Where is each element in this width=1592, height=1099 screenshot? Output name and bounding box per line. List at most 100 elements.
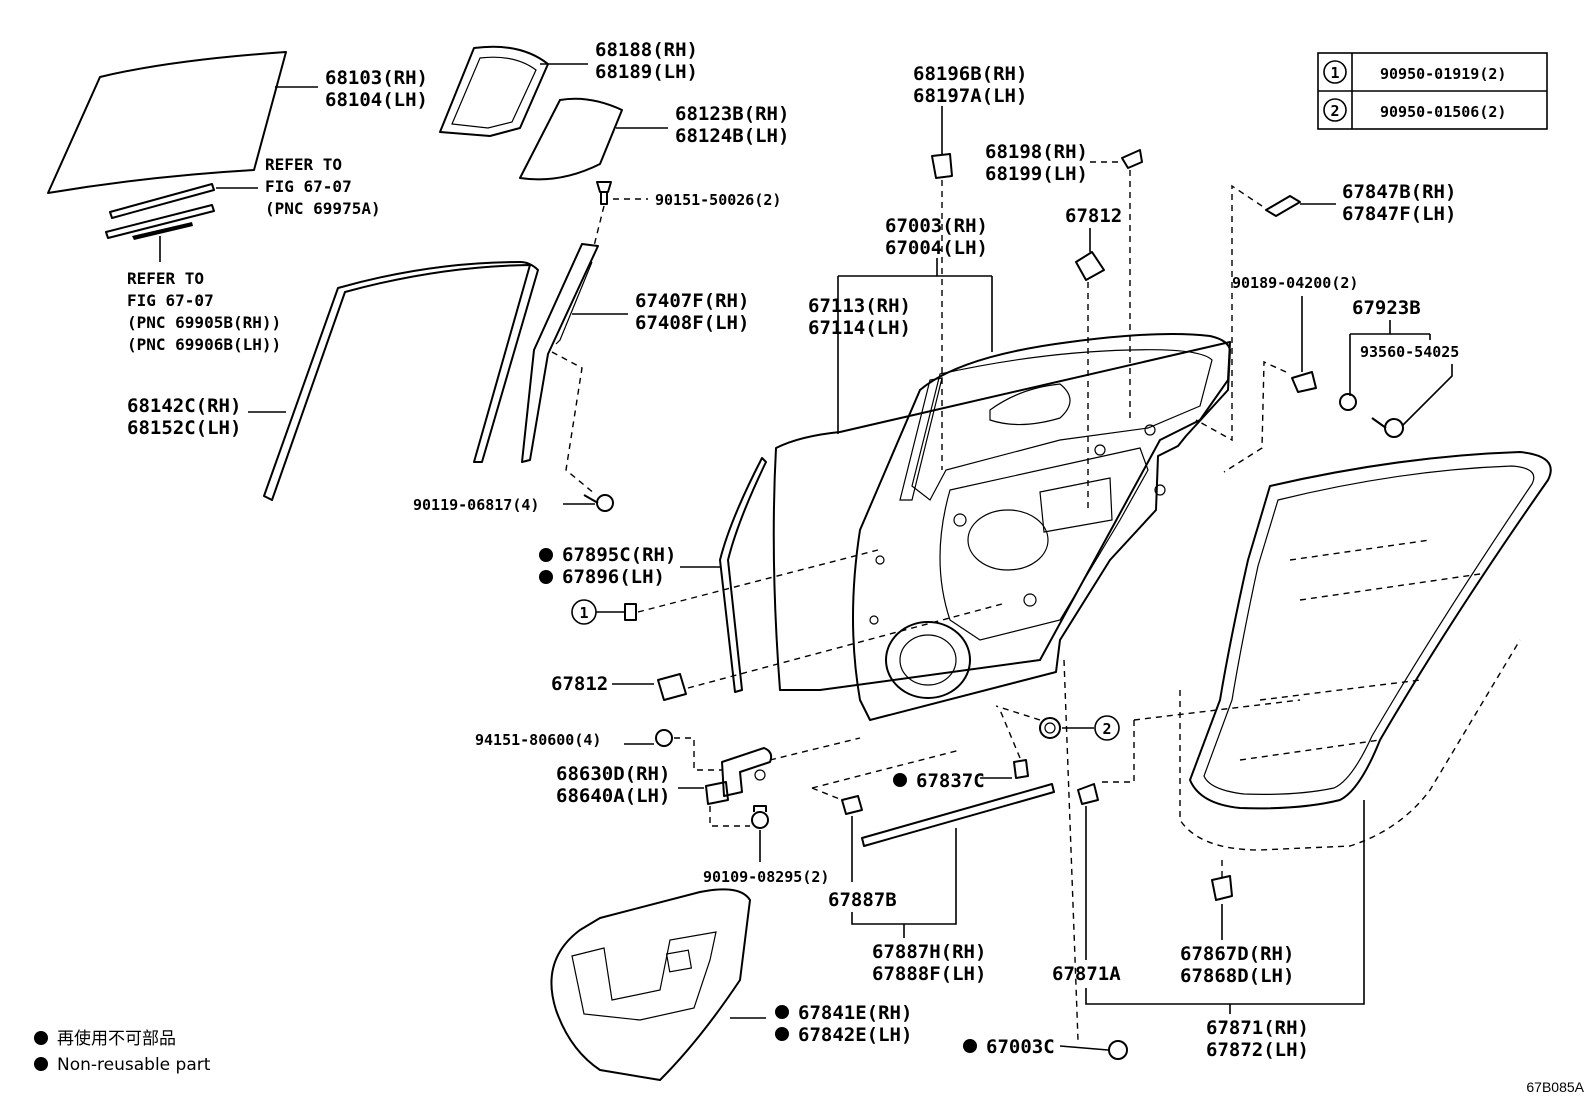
label-67113: 67113(RH) — [808, 295, 911, 317]
ref-a-line2: FIG 67-07 — [265, 177, 352, 196]
label-68198: 68198(RH) — [985, 141, 1088, 163]
callout-2-nut: 2 — [995, 705, 1120, 741]
ref-b-line2: FIG 67-07 — [127, 291, 214, 310]
label-67003: 67003(RH) — [885, 215, 988, 237]
callout-1-text: 1 — [579, 604, 588, 622]
glass-strips: REFER TO FIG 67-07 (PNC 69975A) REFER TO… — [105, 155, 381, 354]
label-67871a: 67871A — [1052, 963, 1121, 985]
clip-67867: 67867D(RH) 67868D(LH) — [1180, 860, 1294, 987]
label-94151: 94151-80600(4) — [475, 731, 601, 749]
callout-2-icon — [1094, 715, 1120, 741]
door-inner-frame — [852, 333, 1231, 721]
seal-67847: 67847B(RH) 67847F(LH) — [1195, 181, 1456, 442]
label-68142: 68142C(RH) — [127, 395, 241, 417]
label-67847f: 67847F(LH) — [1342, 203, 1456, 225]
division-bar: 67407F(RH) 67408F(LH) — [521, 243, 749, 495]
label-67868: 67868D(LH) — [1180, 965, 1294, 987]
label-68188: 68188(RH) — [595, 39, 698, 61]
label-67895: 67895C(RH) — [562, 544, 676, 566]
legend-text-jp: 再使用不可部品 — [57, 1028, 176, 1049]
label-68640: 68640A(LH) — [556, 785, 670, 807]
clip-67871a: 67871A — [1052, 783, 1121, 985]
glass-run: 68142C(RH) 68152C(LH) — [127, 261, 539, 501]
ref-a-line1: REFER TO — [265, 155, 342, 174]
label-67114: 67114(LH) — [808, 317, 911, 339]
label-67837: 67837C — [916, 770, 985, 792]
label-68196: 68196B(RH) — [913, 63, 1027, 85]
label-67887b: 67887B — [828, 889, 897, 911]
door-glass-shape — [47, 51, 287, 194]
label-67896: 67896(LH) — [562, 566, 665, 588]
label-90189: 90189-04200(2) — [1232, 274, 1358, 292]
clip-67837c: 67837C — [893, 709, 1029, 792]
label-90109: 90109-08295(2) — [703, 868, 829, 886]
fasteners-upper-right: 90189-04200(2) 67923B 93560-54025 — [1223, 274, 1459, 473]
label-67923: 67923B — [1352, 297, 1421, 319]
moulding-67887: 67887B 67887H(RH) 67888F(LH) — [811, 749, 1055, 985]
label-68123: 68123B(RH) — [675, 103, 789, 125]
non-reusable-dot — [775, 1027, 789, 1041]
retainer-68198: 68198(RH) 68199(LH) — [985, 141, 1143, 418]
door-hinge: 94151-80600(4) 68630D(RH) 68640A(LH) — [475, 729, 861, 827]
diagram-id: 67B085A — [1526, 1079, 1584, 1095]
label-67841: 67841E(RH) — [798, 1002, 912, 1024]
label-90151: 90151-50026(2) — [655, 191, 781, 209]
retainer-68196: 68196B(RH) 68197A(LH) — [913, 63, 1027, 470]
label-67871: 67871(RH) — [1206, 1017, 1309, 1039]
door-glass: 68103(RH) 68104(LH) — [47, 51, 428, 194]
bolt-90119: 90119-06817(4) — [413, 494, 614, 514]
non-reusable-dot — [893, 773, 907, 787]
label-group-67871: 67871(RH) 67872(LH) — [1085, 800, 1365, 1061]
table-marker-1: 1 — [1330, 64, 1339, 82]
label-68197: 68197A(LH) — [913, 85, 1027, 107]
label-67004: 67004(LH) — [885, 237, 988, 259]
label-67408: 67408F(LH) — [635, 312, 749, 334]
label-68124: 68124B(LH) — [675, 125, 789, 147]
label-67003c: 67003C — [986, 1036, 1055, 1058]
service-hole-cover: 67841E(RH) 67842E(LH) — [550, 888, 912, 1081]
label-67888: 67888F(LH) — [872, 963, 986, 985]
legend: 再使用不可部品 Non-reusable part — [34, 1028, 211, 1075]
non-reusable-dot — [963, 1039, 977, 1053]
quarter-window-frame: 68188(RH) 68189(LH) — [439, 39, 698, 137]
callout-marker-2 — [1323, 98, 1347, 122]
label-67847b: 67847B(RH) — [1342, 181, 1456, 203]
plug-67003c: 67003C — [963, 659, 1128, 1060]
label-68152: 68152C(LH) — [127, 417, 241, 439]
label-67887h: 67887H(RH) — [872, 941, 986, 963]
label-68104: 68104(LH) — [325, 89, 428, 111]
label-67867: 67867D(RH) — [1180, 943, 1294, 965]
legend-text-en: Non-reusable part — [57, 1055, 211, 1075]
non-reusable-dot — [775, 1005, 789, 1019]
table-marker-2: 2 — [1330, 102, 1339, 120]
label-67842: 67842E(LH) — [798, 1024, 912, 1046]
door-handle-recess — [989, 383, 1071, 426]
fastener-table: 1 90950-01919(2) 2 90950-01506(2) — [1317, 52, 1548, 130]
label-68189: 68189(LH) — [595, 61, 698, 83]
label-67407: 67407F(RH) — [635, 290, 749, 312]
label-68630: 68630D(RH) — [556, 763, 670, 785]
clip-90151: 90151-50026(2) — [593, 181, 781, 247]
callout-2-text: 2 — [1102, 720, 1111, 738]
non-reusable-dot — [539, 548, 553, 562]
door-weatherstrip-main — [1100, 451, 1552, 851]
callout-1-clip: 1 — [571, 549, 879, 625]
table-part-2: 90950-01506(2) — [1380, 103, 1506, 121]
quarter-glass: 68123B(RH) 68124B(LH) — [519, 97, 789, 181]
non-reusable-dot — [539, 570, 553, 584]
speaker-opening — [885, 621, 971, 699]
pad-67812-right: 67812 — [1065, 205, 1122, 510]
label-67872: 67872(LH) — [1206, 1039, 1309, 1061]
label-67812-right: 67812 — [1065, 205, 1122, 227]
ref-b-line4: (PNC 69906B(LH)) — [127, 335, 281, 354]
ref-a-line3: (PNC 69975A) — [265, 199, 381, 218]
label-93560: 93560-54025 — [1360, 343, 1459, 361]
label-90119: 90119-06817(4) — [413, 496, 539, 514]
table-part-1: 90950-01919(2) — [1380, 65, 1506, 83]
door-panel: 67003(RH) 67004(LH) 67113(RH) 67114(LH) — [772, 215, 1231, 721]
door-outer-skin — [772, 341, 1231, 691]
ref-b-line3: (PNC 69905B(RH)) — [127, 313, 281, 332]
pad-67812-left: 67812 — [551, 603, 1003, 701]
label-68103: 68103(RH) — [325, 67, 428, 89]
